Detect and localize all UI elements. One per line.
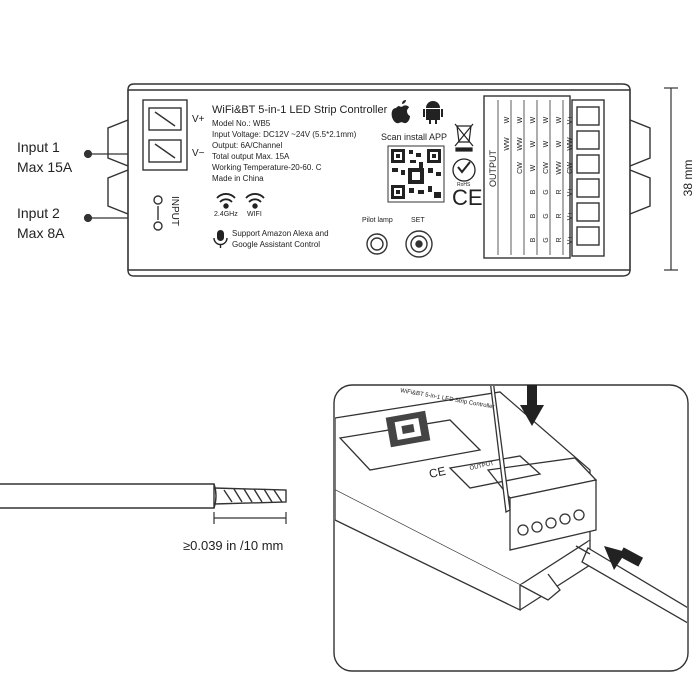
- output-cell: W: [517, 116, 524, 123]
- android-icon: [423, 101, 443, 124]
- ce-text: CE: [452, 185, 483, 210]
- output-cell: G: [543, 237, 550, 242]
- output-cell: WW: [556, 161, 563, 175]
- apple-icon: [391, 100, 410, 124]
- output-cell: WW: [567, 137, 574, 151]
- output-cell: CW: [517, 162, 524, 174]
- qr-code: [387, 145, 445, 203]
- stripped-wire: [0, 483, 287, 509]
- spec-line: Model No.: WB5: [212, 119, 271, 128]
- spec-line: Made in China: [212, 174, 264, 183]
- input-leaders: [83, 149, 128, 223]
- input2-label: Input 2: [17, 205, 60, 221]
- output-cell: W: [556, 140, 563, 147]
- spec-line: Total output Max. 15A: [212, 152, 290, 161]
- output-cell: WW: [517, 137, 524, 151]
- output-cell: B: [530, 189, 537, 194]
- freq-24-label: 2.4GHz: [214, 211, 238, 218]
- strip-length-dimension: [213, 512, 287, 524]
- pilot-lamp-label: Pilot lamp: [362, 217, 393, 224]
- output-label: OUTPUT: [488, 150, 498, 188]
- scan-app-label: Scan install APP: [381, 132, 447, 142]
- ce-mark: CE: [452, 185, 483, 210]
- output-cell: R: [556, 213, 563, 218]
- output-cell: V+: [567, 212, 574, 221]
- spec-line: Output: 6A/Channel: [212, 141, 282, 150]
- rohs-icon: [452, 158, 476, 182]
- strip-length-label: ≥0.039 in /10 mm: [183, 538, 283, 553]
- input1-label: Input 1: [17, 139, 60, 155]
- output-cell: G: [543, 189, 550, 194]
- height-dimension: [664, 87, 678, 271]
- output-cell: R: [556, 237, 563, 242]
- left-arrow: [604, 546, 644, 570]
- output-cell: G: [543, 213, 550, 218]
- vminus-label: V−: [192, 148, 205, 159]
- output-cell: W: [504, 116, 511, 123]
- spec-line: Input Voltage: DC12V ~24V (5.5*2.1mm): [212, 130, 357, 139]
- voice-support-line2: Google Assistant Control: [232, 240, 320, 249]
- input-label: INPUT: [169, 196, 180, 226]
- weee-bin-icon: [454, 123, 474, 152]
- wifi-icon: [245, 193, 265, 209]
- output-cell: B: [530, 237, 537, 242]
- height-dimension-label: 38 mm: [681, 160, 695, 197]
- output-cell: W: [556, 116, 563, 123]
- output-cell: W: [530, 116, 537, 123]
- down-arrow: [520, 385, 544, 426]
- spec-line: Working Temperature-20-60. C: [212, 163, 322, 172]
- output-cell: CW: [567, 162, 574, 174]
- controller-top-view: [107, 83, 651, 277]
- detail-ce-mark: CE: [428, 464, 447, 481]
- output-cell: V+: [567, 236, 574, 245]
- set-label: SET: [411, 217, 425, 224]
- output-cell: R: [556, 189, 563, 194]
- controller-title: WiFi&BT 5-in-1 LED Strip Controller: [212, 104, 388, 116]
- output-cell: W: [530, 140, 537, 147]
- detail-output-label: OUTPUT: [469, 461, 495, 472]
- rohs-label: RoHS: [457, 182, 471, 188]
- output-cell: B: [530, 213, 537, 218]
- voice-support-line1: Support Amazon Alexa and: [232, 229, 329, 238]
- output-cell: WW: [504, 137, 511, 151]
- output-cell: V+: [567, 116, 574, 125]
- install-detail: [333, 384, 689, 672]
- vplus-label: V+: [192, 114, 205, 125]
- input2-max-label: Max 8A: [17, 225, 65, 241]
- output-cell: W: [543, 116, 550, 123]
- output-cell: CW: [543, 162, 550, 174]
- output-cell: W: [530, 164, 537, 171]
- output-cell: W: [543, 140, 550, 147]
- wifi-label: WIFI: [247, 211, 262, 218]
- output-cell: V+: [567, 188, 574, 197]
- wifi-24-icon: [216, 193, 236, 209]
- microphone-icon: [213, 230, 228, 248]
- input1-max-label: Max 15A: [17, 159, 73, 175]
